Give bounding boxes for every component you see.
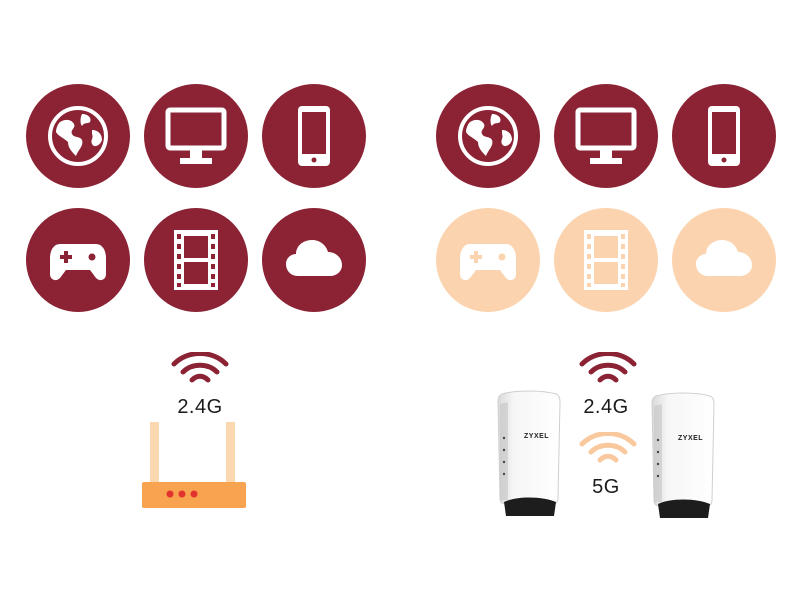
feature-circle-monitor	[144, 84, 248, 188]
gamepad-icon	[46, 228, 110, 292]
feature-circle-smartphone	[262, 84, 366, 188]
gamepad-icon	[456, 228, 520, 292]
monitor-icon	[164, 104, 228, 168]
smartphone-icon	[282, 104, 346, 168]
device-brand-logo: ZYXEL	[524, 433, 549, 440]
feature-circle-globe	[26, 84, 130, 188]
right-band-label-2g: 2.4G	[583, 396, 629, 418]
smartphone-icon	[692, 104, 756, 168]
feature-circle-globe	[436, 84, 540, 188]
cloud-icon	[692, 228, 756, 292]
monitor-icon	[574, 104, 638, 168]
film-icon	[574, 228, 638, 292]
left-band-label: 2.4G	[177, 396, 223, 418]
feature-circle-cloud	[262, 208, 366, 312]
cloud-icon	[282, 228, 346, 292]
globe-icon	[456, 104, 520, 168]
wifi-5g-icon	[578, 432, 638, 466]
wifi-2g-icon	[170, 352, 230, 386]
wifi-2g-icon	[578, 352, 638, 386]
feature-circle-gamepad	[26, 208, 130, 312]
right-band-label-5g: 5G	[592, 476, 620, 498]
globe-icon	[46, 104, 110, 168]
feature-circle-gamepad	[436, 208, 540, 312]
feature-circle-smartphone	[672, 84, 776, 188]
mesh-device-right: ZYXEL	[651, 392, 715, 518]
feature-circle-monitor	[554, 84, 658, 188]
feature-circle-cloud	[672, 208, 776, 312]
feature-circle-film	[144, 208, 248, 312]
router-icon	[142, 422, 246, 508]
device-brand-logo: ZYXEL	[678, 435, 703, 442]
feature-circle-film	[554, 208, 658, 312]
film-icon	[164, 228, 228, 292]
mesh-device-left: ZYXEL	[497, 390, 561, 516]
